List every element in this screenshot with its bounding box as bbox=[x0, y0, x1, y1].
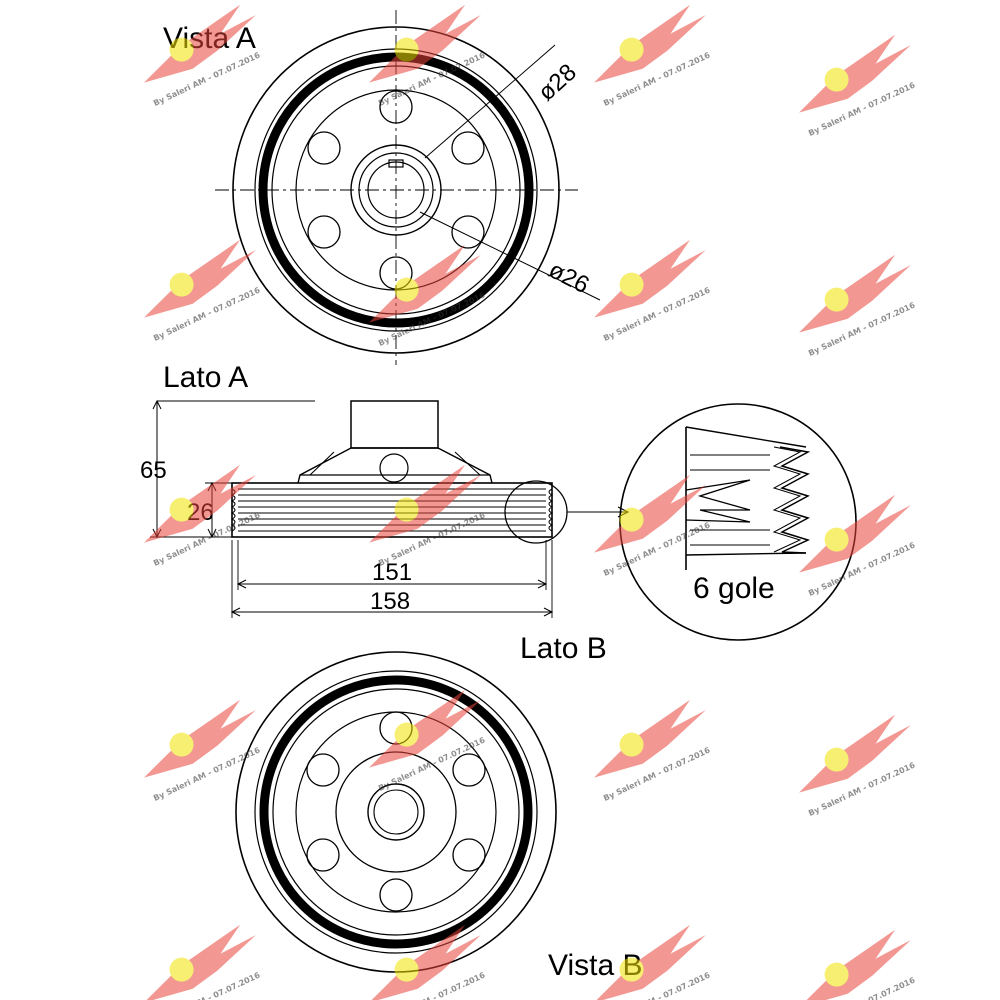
vista-b-view bbox=[235, 651, 557, 973]
watermark-logo: By Saleri AM - 07.07.2016 bbox=[144, 924, 262, 1000]
watermark-logo: By Saleri AM - 07.07.2016 bbox=[144, 4, 262, 108]
dim-diameter-158: 158 bbox=[370, 588, 410, 615]
groove-profile bbox=[779, 446, 811, 554]
watermark-logo: By Saleri AM - 07.07.2016 bbox=[144, 699, 262, 803]
grooves-label: 6 gole bbox=[693, 572, 775, 605]
watermark-logo: By Saleri AM - 07.07.2016 bbox=[144, 239, 262, 343]
lato-a-title: Lato A bbox=[163, 361, 248, 394]
watermark-logo: By Saleri AM - 07.07.2016 bbox=[594, 239, 712, 343]
dim-diameter-151: 151 bbox=[372, 559, 412, 586]
watermark-logo: By Saleri AM - 07.07.2016 bbox=[799, 494, 917, 598]
dim-total-height: 65 bbox=[140, 457, 167, 484]
watermark-logo: By Saleri AM - 07.07.2016 bbox=[369, 689, 487, 793]
watermark-logo: By Saleri AM - 07.07.2016 bbox=[594, 699, 712, 803]
lato-b-title: Lato B bbox=[520, 632, 607, 665]
bolt-holes-b bbox=[306, 711, 486, 912]
dim-hub-d28: ø28 bbox=[533, 59, 582, 107]
watermark-logo: By Saleri AM - 07.07.2016 bbox=[594, 4, 712, 108]
watermark-layer: By Saleri AM - 07.07.2016 By Saleri AM - … bbox=[144, 4, 917, 1000]
side-view bbox=[150, 399, 630, 618]
watermark-logo: By Saleri AM - 07.07.2016 bbox=[799, 34, 917, 138]
watermark-logo: By Saleri AM - 07.07.2016 bbox=[799, 929, 917, 1000]
leader-d26 bbox=[419, 211, 601, 301]
watermark-logo: By Saleri AM - 07.07.2016 bbox=[799, 714, 917, 818]
watermark-logo: By Saleri AM - 07.07.2016 bbox=[369, 924, 487, 1000]
leader-d28 bbox=[424, 44, 556, 159]
watermark-logo: By Saleri AM - 07.07.2016 bbox=[594, 474, 712, 578]
watermark-logo: By Saleri AM - 07.07.2016 bbox=[369, 464, 487, 568]
watermark-logo: By Saleri AM - 07.07.2016 bbox=[799, 254, 917, 358]
